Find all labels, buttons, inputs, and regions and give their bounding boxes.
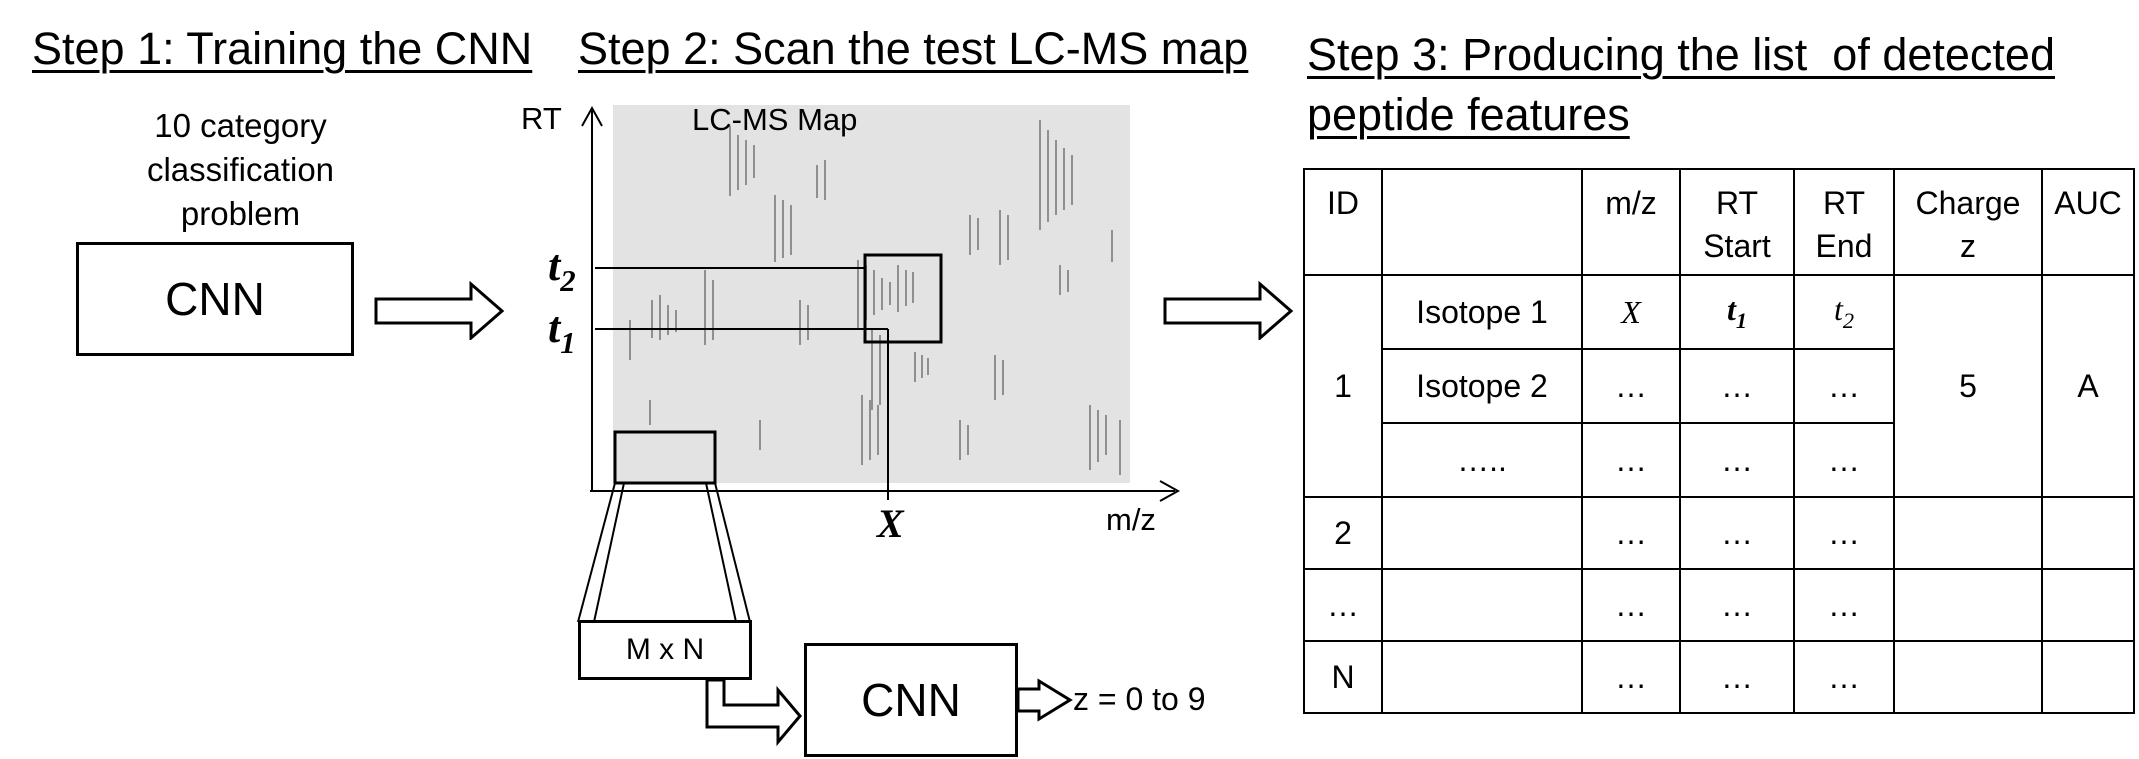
- table-row: 1 Isotope 1 X t1 t2 5 A: [1303, 274, 2135, 498]
- step1-cnn-label: CNN: [165, 273, 265, 325]
- step1-description-line: classification: [146, 151, 335, 188]
- header-charge: Charge z: [1893, 168, 2043, 276]
- rt-end-cell: t2: [1793, 274, 1895, 350]
- header-rt-start: RT Start: [1679, 168, 1795, 276]
- mxn-window-box: M x N: [578, 620, 752, 680]
- table-row: … … … …: [1303, 568, 2135, 642]
- rt-axis-label: RT: [521, 101, 562, 136]
- name-cell: [1381, 496, 1583, 570]
- lcms-map-peaks: [629, 120, 1121, 475]
- rt-end-main: t: [1833, 290, 1843, 327]
- t2-label-sub: 2: [560, 263, 576, 298]
- rt-end-cell: …: [1793, 568, 1895, 642]
- table-row: N … … …: [1303, 640, 2135, 714]
- step2-cnn-label: CNN: [861, 674, 961, 726]
- lcms-map-label: LC-MS Map: [692, 102, 858, 137]
- lcms-map-area: [613, 105, 1130, 483]
- auc-cell: [2041, 568, 2135, 642]
- header-charge-line: z: [1960, 228, 1976, 265]
- charge-cell: [1893, 568, 2043, 642]
- rt-start-cell: …: [1679, 422, 1795, 498]
- auc-cell: [2041, 640, 2135, 714]
- rt-start-sub: 1: [1735, 307, 1748, 333]
- isotope-name-cell: Isotope 2: [1381, 348, 1583, 424]
- header-name: [1381, 168, 1583, 276]
- auc-cell: [2041, 496, 2135, 570]
- rt-end-cell: …: [1793, 496, 1895, 570]
- mz-cell: …: [1581, 496, 1681, 570]
- step1-heading: Step 1: Training the CNN: [32, 23, 533, 74]
- rt-end-cell: …: [1793, 640, 1895, 714]
- step1-cnn-box: CNN: [76, 242, 354, 356]
- header-id: ID: [1303, 168, 1383, 276]
- step1-description-line: 10 category: [154, 107, 327, 144]
- step3-heading-line2: peptide features: [1307, 89, 1630, 140]
- rt-end-sub: 2: [1842, 307, 1855, 333]
- feature1-charge-cell: 5: [1893, 274, 2043, 498]
- step2-heading: Step 2: Scan the test LC-MS map: [578, 23, 1249, 74]
- step1-description: 10 category classification problem: [118, 104, 363, 236]
- header-rt-start-line: Start: [1703, 228, 1771, 265]
- charge-cell: [1893, 496, 2043, 570]
- t2-label: t2: [548, 240, 576, 299]
- x-marker-label: X: [877, 501, 904, 546]
- header-rt-end-line: RT: [1822, 185, 1866, 221]
- header-rt-end: RT End: [1793, 168, 1895, 276]
- rt-start-cell: t1: [1679, 274, 1795, 350]
- mz-cell: …: [1581, 640, 1681, 714]
- name-cell: [1381, 640, 1583, 714]
- step1-to-step2-arrow-icon: [374, 280, 505, 340]
- id-cell: …: [1303, 568, 1383, 642]
- mz-cell: …: [1581, 568, 1681, 642]
- header-rt-end-line: End: [1815, 228, 1873, 265]
- cnn-output-label: z = 0 to 9: [1073, 681, 1206, 717]
- header-auc: AUC: [2041, 168, 2135, 276]
- mz-axis-label: m/z: [1106, 502, 1156, 537]
- feature1-id-cell: 1: [1303, 274, 1383, 498]
- id-cell: 2: [1303, 496, 1383, 570]
- id-cell: N: [1303, 640, 1383, 714]
- step2-to-step3-arrow-icon: [1163, 280, 1294, 340]
- rt-start-cell: …: [1679, 348, 1795, 424]
- t1-label-sub: 1: [560, 325, 576, 360]
- step1-description-line: problem: [180, 195, 301, 232]
- table-row: Isotope 2 … … …: [1304, 348, 2134, 424]
- mxn-window-label: M x N: [625, 633, 705, 666]
- mz-cell: …: [1581, 422, 1681, 498]
- rt-end-cell: …: [1793, 348, 1895, 424]
- isotope-name-cell: Isotope 1: [1381, 274, 1583, 350]
- header-rt-start-line: RT: [1715, 185, 1759, 221]
- header-mz: m/z: [1581, 168, 1681, 276]
- rt-start-main: t: [1726, 290, 1736, 327]
- step3-heading-line1: Step 3: Producing the list of detected: [1307, 29, 2055, 80]
- rt-end-cell: …: [1793, 422, 1895, 498]
- rt-start-cell: …: [1679, 568, 1795, 642]
- table-header-row: ID m/z RT Start RT End Charge z AUC: [1303, 168, 2135, 276]
- t1-label-main: t: [548, 303, 561, 352]
- mz-cell: X: [1581, 274, 1681, 350]
- table-row: 2 … … …: [1303, 496, 2135, 570]
- t2-label-main: t: [548, 241, 561, 290]
- feature1-auc-cell: A: [2041, 274, 2135, 498]
- t1-label: t1: [548, 302, 576, 361]
- name-cell: [1381, 568, 1583, 642]
- rt-start-cell: …: [1679, 640, 1795, 714]
- mz-cell: …: [1581, 348, 1681, 424]
- isotope-name-cell: …..: [1381, 422, 1583, 498]
- detected-features-table: ID m/z RT Start RT End Charge z AUC 1 Is…: [1303, 168, 2135, 714]
- charge-cell: [1893, 640, 2043, 714]
- rt-start-cell: …: [1679, 496, 1795, 570]
- step2-cnn-box: CNN: [804, 643, 1018, 757]
- header-charge-line: Charge: [1915, 185, 2021, 221]
- table-row: ….. … … …: [1304, 422, 2134, 498]
